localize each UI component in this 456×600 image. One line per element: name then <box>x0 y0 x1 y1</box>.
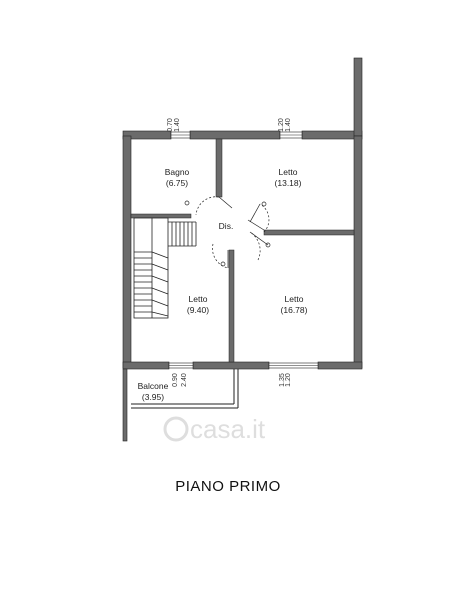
room-area-letto-top: (13.18) <box>275 178 302 188</box>
window-dim-3-bottom: 2.40 <box>181 373 188 387</box>
room-name-bagno: Bagno <box>165 167 190 177</box>
balcony-railing <box>131 369 239 409</box>
plan-title: PIANO PRIMO <box>175 478 281 495</box>
windows <box>168 131 319 369</box>
window-dim-3-top: 0.90 <box>172 373 179 387</box>
watermark-logo: casa.it <box>163 414 266 444</box>
staircase <box>133 217 197 319</box>
room-area-balcone: (3.95) <box>142 392 164 402</box>
room-area-bagno: (6.75) <box>166 178 188 188</box>
window-dim-1-bottom: 1.40 <box>174 118 181 132</box>
window-dim-2-bottom: 1.40 <box>285 118 292 132</box>
room-name-letto-right: Letto <box>285 294 304 304</box>
room-name-balcone: Balcone <box>138 381 169 391</box>
room-name-letto-top: Letto <box>279 167 298 177</box>
watermark-text: casa.it <box>190 414 266 444</box>
window-dim-4-top: 1.20 <box>285 373 292 387</box>
window-dim-2-top: 1.20 <box>278 118 285 132</box>
room-area-letto-right: (16.78) <box>281 305 308 315</box>
doors <box>184 196 271 269</box>
room-name-dis: Dis. <box>219 221 234 231</box>
window-dim-1-top: 0.70 <box>167 118 174 132</box>
room-area-letto-left: (9.40) <box>187 305 209 315</box>
window-dim-4-bottom: 1.35 <box>279 373 286 387</box>
room-name-letto-left: Letto <box>189 294 208 304</box>
